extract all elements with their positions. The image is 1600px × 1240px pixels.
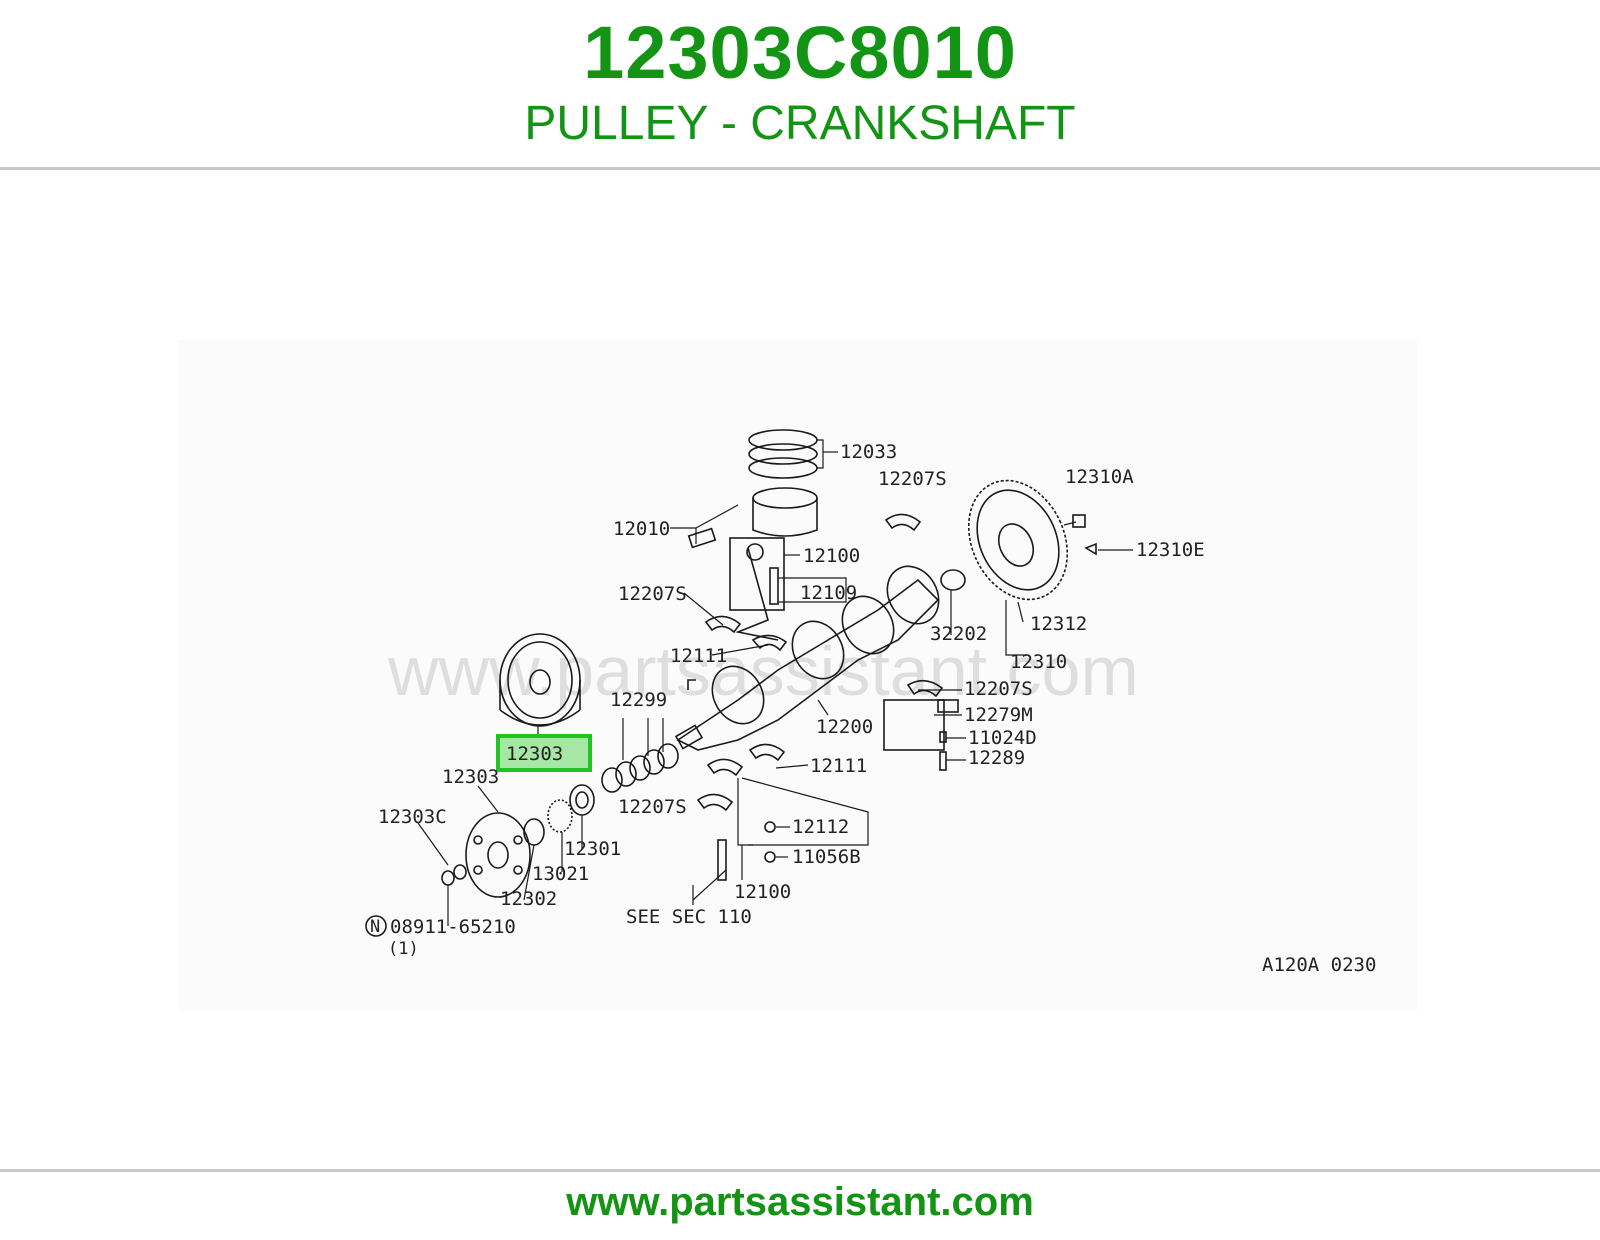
connecting-rod-drawing: [729, 537, 785, 641]
label-12200: 12200: [816, 716, 873, 738]
label-12301: 12301: [564, 838, 621, 860]
footer-divider: [0, 1169, 1600, 1172]
label-n-badge: N: [370, 917, 380, 937]
footer-site-link[interactable]: www.partsassistant.com: [566, 1180, 1034, 1224]
new-part-badge-circle: [365, 915, 387, 937]
label-12312: 12312: [1030, 613, 1087, 635]
label-12100-bottom: 12100: [734, 881, 791, 903]
label-12111-top: 12111: [670, 645, 727, 667]
header-divider: [0, 167, 1600, 170]
label-12112: 12112: [792, 816, 849, 838]
label-see-sec-110: SEE SEC 110: [626, 906, 752, 928]
label-12207S-right: 12207S: [964, 678, 1033, 700]
label-11056B: 11056B: [792, 846, 861, 868]
parts-diagram: www.partsassistant.com: [178, 340, 1418, 1010]
piston-rings-drawing: [748, 429, 818, 479]
label-12310A: 12310A: [1065, 466, 1134, 488]
label-12303: 12303: [442, 766, 499, 788]
label-12033: 12033: [840, 441, 897, 463]
label-12207S-top: 12207S: [878, 468, 947, 490]
part-name-subtitle: PULLEY - CRANKSHAFT: [524, 97, 1076, 150]
flywheel-drawing: [967, 479, 1097, 601]
label-12109: 12109: [800, 582, 857, 604]
label-12111-bottom: 12111: [810, 755, 867, 777]
diagram-code: A120A 0230: [1262, 954, 1376, 976]
label-12303C: 12303C: [378, 806, 447, 828]
piston-drawing: [687, 487, 818, 549]
label-12010: 12010: [613, 518, 670, 540]
label-12207S-bottom: 12207S: [618, 796, 687, 818]
label-11024D: 11024D: [968, 727, 1037, 749]
label-12310: 12310: [1010, 651, 1067, 673]
label-13021: 13021: [532, 863, 589, 885]
pulley-sprocket-stack-drawing: [441, 784, 595, 898]
highlight-12303-box[interactable]: [496, 734, 592, 772]
label-12289: 12289: [968, 747, 1025, 769]
parts-diagram-svg: www.partsassistant.com: [365, 429, 1376, 976]
part-number-title: 12303C8010: [583, 11, 1017, 94]
label-12310E: 12310E: [1136, 539, 1205, 561]
label-12279M: 12279M: [964, 704, 1033, 726]
label-12299: 12299: [610, 689, 667, 711]
page-header: 12303C8010 PULLEY - CRANKSHAFT: [0, 0, 1600, 168]
crank-pulley-drawing: [499, 633, 581, 727]
label-12302: 12302: [500, 888, 557, 910]
highlighted-part-label[interactable]: 12303: [506, 743, 563, 765]
leader-lines: [417, 439, 1133, 926]
label-12100-top: 12100: [803, 545, 860, 567]
crankshaft-drawing: [674, 565, 966, 751]
small-parts-drawing: [687, 679, 959, 881]
label-32202: 32202: [930, 623, 987, 645]
label-12207S-left: 12207S: [618, 583, 687, 605]
label-quantity: (1): [388, 939, 419, 959]
label-08911-65210: 08911-65210: [390, 916, 516, 938]
washer-rings-drawing: [601, 743, 679, 793]
